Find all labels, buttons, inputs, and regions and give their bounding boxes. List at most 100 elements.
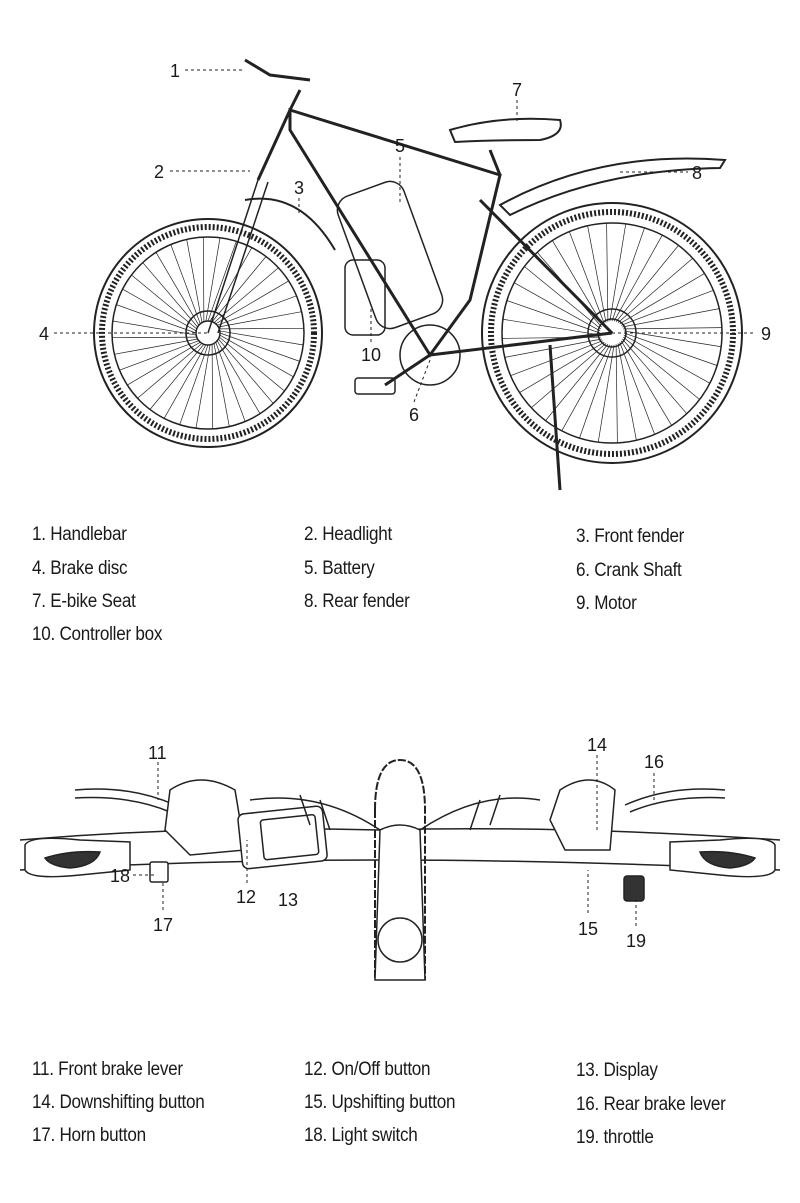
callout-5: 5 <box>395 136 405 156</box>
spoke <box>219 332 300 362</box>
battery <box>336 180 444 330</box>
legend-item: 3. Front fender <box>576 526 685 547</box>
callout-2: 2 <box>154 162 164 182</box>
spoke <box>623 334 711 384</box>
spoke <box>510 340 603 376</box>
spoke <box>219 334 294 378</box>
spoke <box>502 318 601 336</box>
spoke <box>623 336 700 400</box>
legend-item: 17. Horn button <box>32 1125 146 1146</box>
spoke <box>114 338 198 355</box>
spoke <box>211 256 267 322</box>
rear-fender <box>498 157 727 217</box>
spoke <box>623 332 718 366</box>
handlebar-callout-numbers: 11 12 13 14 15 16 17 18 19 <box>110 735 664 951</box>
callout-16: 16 <box>644 752 664 772</box>
spoke <box>142 262 198 328</box>
spoke <box>195 344 211 429</box>
spoke <box>620 340 672 426</box>
legend-item: 15. Upshifting button <box>304 1092 456 1113</box>
spoke <box>587 225 607 323</box>
front-brake-lever <box>74 788 176 813</box>
spoke <box>552 240 604 326</box>
rear-brake-lever <box>624 788 726 813</box>
spoke <box>179 344 209 425</box>
legend-item: 9. Motor <box>576 593 637 614</box>
chainring <box>399 324 461 386</box>
display-screen <box>259 813 320 861</box>
legend-item: 12. On/Off button <box>304 1059 431 1080</box>
spoke <box>112 320 197 336</box>
stem-head <box>374 824 426 981</box>
front-fork <box>207 179 269 334</box>
headlight <box>377 917 423 963</box>
spoke <box>216 340 261 414</box>
legend-item: 19. throttle <box>576 1127 654 1148</box>
callout-1: 1 <box>170 61 180 81</box>
spoke <box>597 344 615 443</box>
legend-item: 18. Light switch <box>304 1125 418 1146</box>
spoke <box>569 231 605 324</box>
light-switch-horn <box>149 861 169 883</box>
spoke <box>213 343 230 427</box>
callout-12: 12 <box>236 887 256 907</box>
spoke <box>579 344 613 439</box>
spoke <box>219 336 285 392</box>
legend-item: 1. Handlebar <box>32 524 127 545</box>
pedal <box>354 377 396 395</box>
spoke <box>218 338 274 404</box>
spoke <box>137 343 203 399</box>
spoke <box>219 330 304 346</box>
spoke <box>186 239 203 323</box>
spoke <box>524 266 601 330</box>
kickstand <box>548 344 562 491</box>
spoke <box>155 252 200 326</box>
callout-7: 7 <box>512 80 522 100</box>
spoke <box>619 273 705 325</box>
spoke <box>170 244 201 324</box>
spoke <box>202 237 205 322</box>
frame <box>288 107 614 358</box>
spoke <box>519 341 605 393</box>
callout-15: 15 <box>578 919 598 939</box>
spoke <box>617 257 693 323</box>
spoke <box>215 280 289 325</box>
spoke <box>205 237 221 322</box>
callout-14: 14 <box>587 735 607 755</box>
spoke <box>615 344 618 443</box>
throttle <box>623 875 645 902</box>
spoke <box>609 223 627 322</box>
spoke <box>545 344 609 421</box>
spoke <box>163 344 207 419</box>
legend-item: 6. Crank Shaft <box>576 560 682 581</box>
spoke <box>207 241 237 322</box>
callout-6: 6 <box>409 405 419 425</box>
spoke <box>615 245 679 322</box>
callout-9: 9 <box>761 324 771 344</box>
seat <box>448 117 562 144</box>
spoke <box>619 342 655 435</box>
spoke <box>623 327 722 330</box>
handlebar-callout-lines <box>133 755 655 926</box>
legend-item: 2. Headlight <box>304 524 393 545</box>
spoke <box>611 227 645 322</box>
handlebar-illustration <box>19 758 781 981</box>
spoke <box>613 234 663 322</box>
callout-18: 18 <box>110 866 130 886</box>
callout-17: 17 <box>153 915 173 935</box>
spoke <box>219 327 304 330</box>
spoke <box>621 290 714 326</box>
crank-pedal <box>384 353 431 387</box>
callout-8: 8 <box>692 163 702 183</box>
callout-13: 13 <box>278 890 298 910</box>
legend-item: 5. Battery <box>304 558 375 579</box>
spoke <box>112 336 197 339</box>
handlebar-stem <box>244 58 311 181</box>
spoke <box>617 343 637 441</box>
spoke <box>127 341 201 386</box>
spoke <box>622 338 688 414</box>
callout-3: 3 <box>294 178 304 198</box>
spoke <box>561 344 611 432</box>
spokes <box>112 223 722 443</box>
